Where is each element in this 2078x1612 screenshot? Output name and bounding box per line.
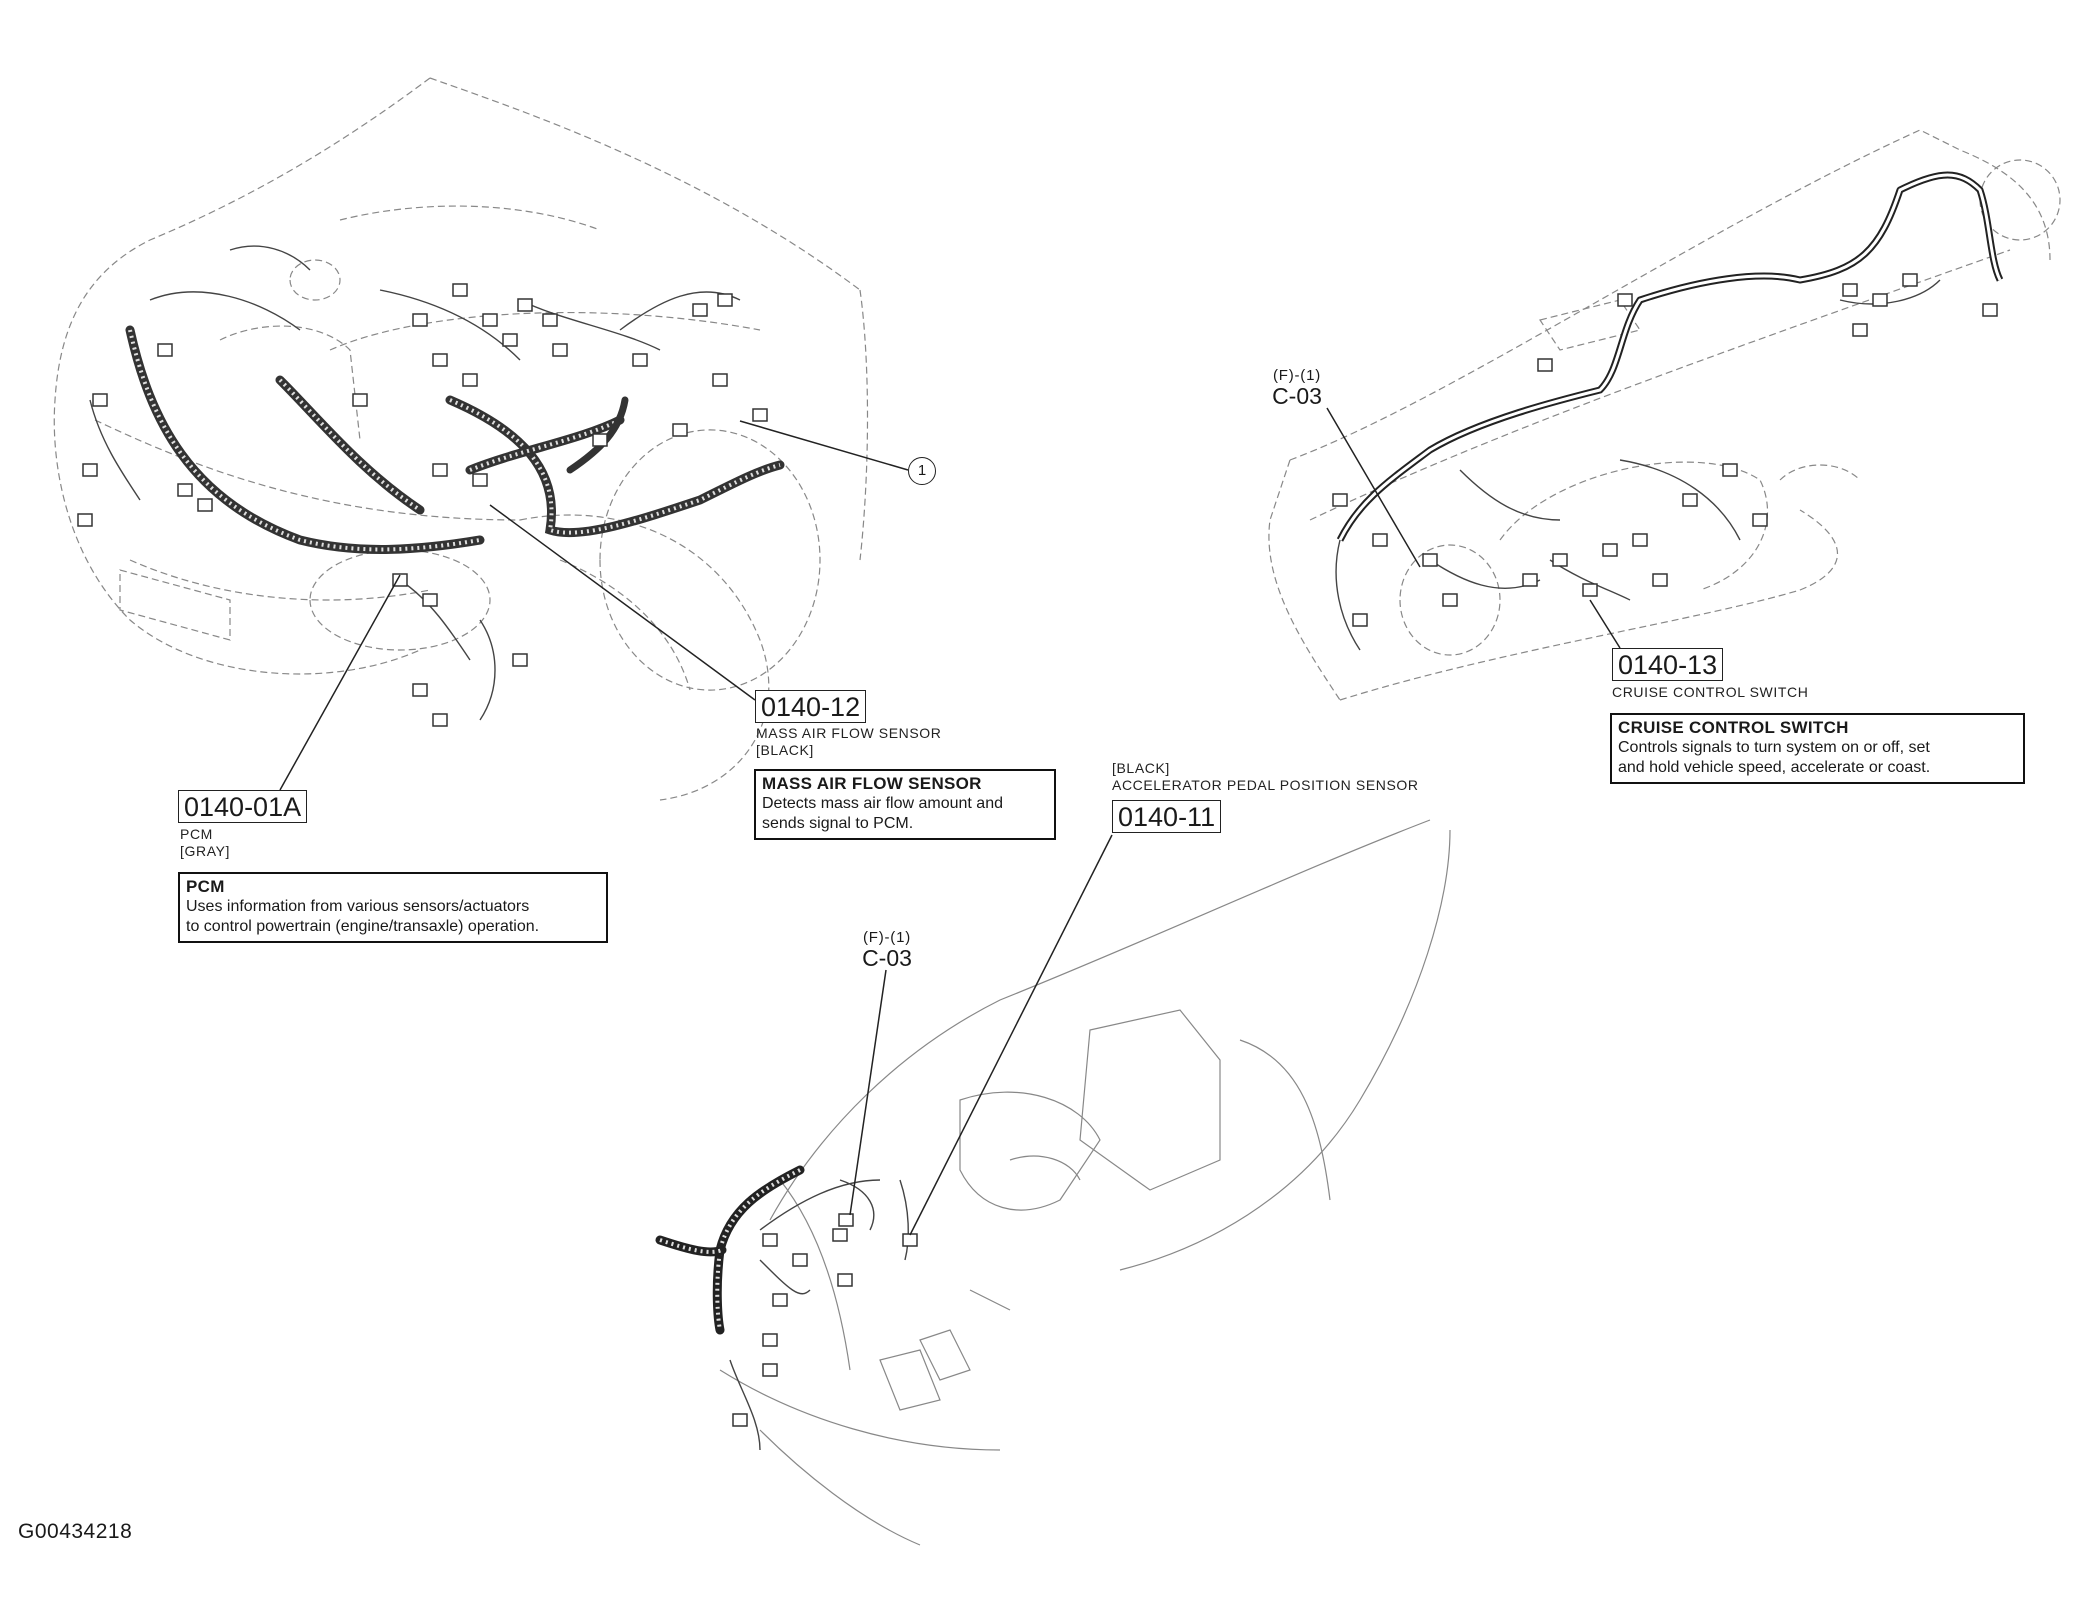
app-caption-color: [BLACK] xyxy=(1112,760,1170,776)
dash-fref-sheet: (F)-(1) xyxy=(1272,367,1322,384)
pcm-description-line2: to control powertrain (engine/transaxle)… xyxy=(186,918,540,935)
footwell-view xyxy=(719,819,1451,1546)
cruise-caption: CRUISE CONTROL SWITCH xyxy=(1612,684,1809,700)
cruise-description-box: CRUISE CONTROL SWITCH Controls signals t… xyxy=(1610,713,2025,784)
footwell-fref-sheet: (F)-(1) xyxy=(862,929,912,946)
dash-fref-label: (F)-(1) C-03 xyxy=(1262,367,1332,408)
app-connector-code: 0140-11 xyxy=(1112,800,1222,833)
engine-bay-connectors xyxy=(77,283,768,727)
maf-description-title: MASS AIR FLOW SENSOR xyxy=(762,774,982,793)
pcm-description-box: PCM Uses information from various sensor… xyxy=(178,872,608,943)
dashboard-view xyxy=(1268,129,2061,701)
app-caption-name: ACCELERATOR PEDAL POSITION SENSOR xyxy=(1112,777,1419,793)
pcm-description-line1: Uses information from various sensors/ac… xyxy=(186,898,530,915)
cruise-connector-code: 0140-13 xyxy=(1612,648,1724,681)
maf-description-line1: Detects mass air flow amount and xyxy=(762,795,1003,812)
maf-caption-name: MASS AIR FLOW SENSOR xyxy=(756,725,942,741)
footwell-connectors xyxy=(732,1213,918,1427)
pcm-caption-name: PCM xyxy=(180,826,213,842)
pcm-connector-code: 0140-01A xyxy=(178,790,308,823)
dash-fref-code: C-03 xyxy=(1272,383,1322,409)
maf-description-box: MASS AIR FLOW SENSOR Detects mass air fl… xyxy=(754,769,1056,840)
engine-bay-harness xyxy=(89,245,785,721)
pcm-caption-color: [GRAY] xyxy=(180,843,231,859)
callout-1: 1 xyxy=(908,457,936,485)
maf-connector-code: 0140-12 xyxy=(755,690,867,723)
footwell-harness xyxy=(655,1165,909,1451)
footwell-fref-label: (F)-(1) C-03 xyxy=(852,929,922,970)
cruise-description-line2: and hold vehicle speed, accelerate or co… xyxy=(1618,759,1931,776)
pcm-description-title: PCM xyxy=(186,877,225,896)
figure-id: G00434218 xyxy=(18,1520,133,1543)
engine-bay-view xyxy=(53,77,869,801)
maf-description-line2: sends signal to PCM. xyxy=(762,815,914,832)
leader-lines xyxy=(279,407,1621,1236)
cruise-description-title: CRUISE CONTROL SWITCH xyxy=(1618,718,1849,737)
maf-caption-color: [BLACK] xyxy=(756,742,814,758)
dashboard-harness xyxy=(1335,171,2004,651)
footwell-fref-code: C-03 xyxy=(862,945,912,971)
cruise-description-line1: Controls signals to turn system on or of… xyxy=(1618,739,1930,756)
